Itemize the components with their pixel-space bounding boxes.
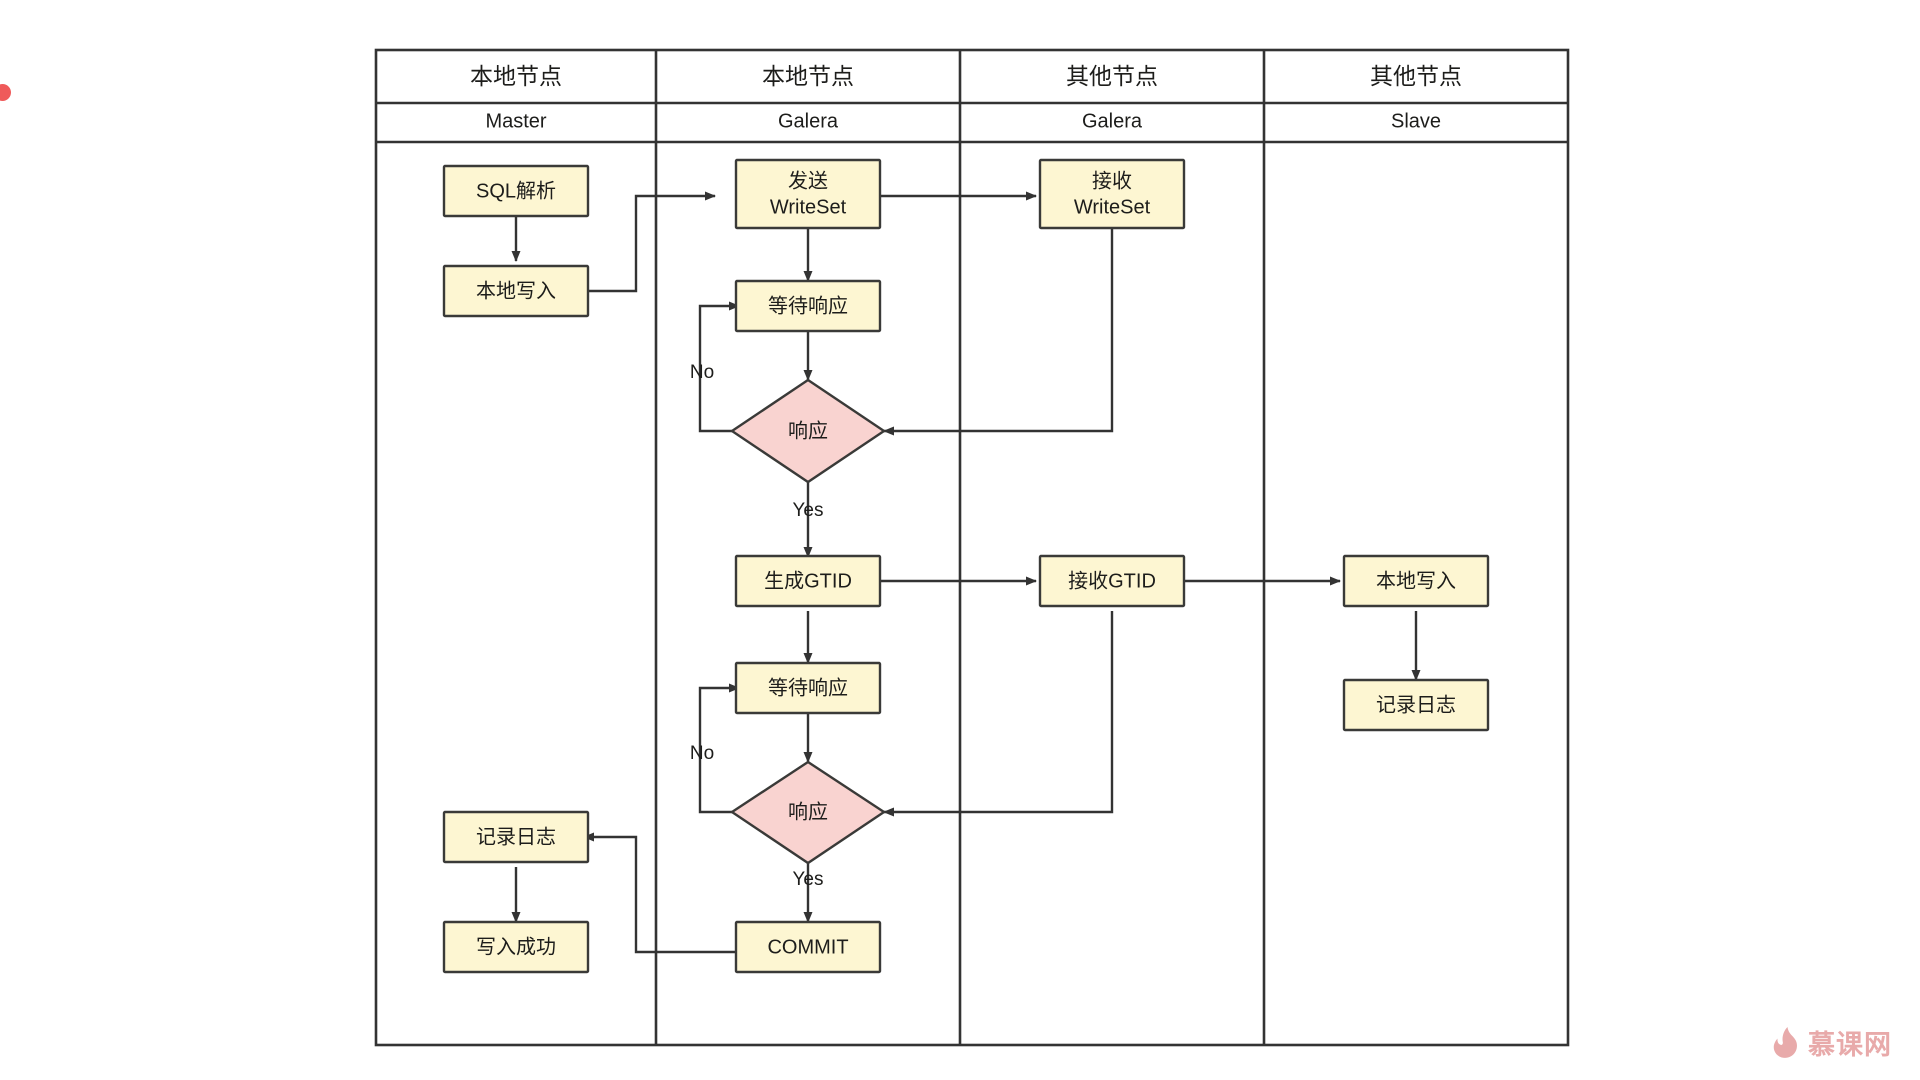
node-receive-writeset-label-line2: WriteSet xyxy=(1074,196,1151,218)
node-log-slave[interactable]: 记录日志 xyxy=(1342,678,1490,732)
node-local-write-slave-label: 本地写入 xyxy=(1376,569,1456,592)
node-local-write-slave[interactable]: 本地写入 xyxy=(1342,554,1490,608)
lane-sub-2: Galera xyxy=(778,110,839,132)
lane-sub-4: Slave xyxy=(1391,110,1441,132)
node-log-master-label: 记录日志 xyxy=(476,825,556,848)
edge-group xyxy=(511,191,1421,954)
lane-header-3: 其他节点 xyxy=(1066,63,1158,89)
node-send-writeset[interactable]: 发送 WriteSet xyxy=(734,158,882,230)
edge-label-group: No Yes No Yes xyxy=(690,362,824,890)
node-decision-response-2-label: 响应 xyxy=(788,800,828,823)
node-log-slave-label: 记录日志 xyxy=(1376,693,1456,716)
node-wait-response-2-label: 等待响应 xyxy=(768,676,848,699)
node-commit[interactable]: COMMIT xyxy=(734,920,882,974)
edge-label-no-1: No xyxy=(690,362,714,383)
node-receive-gtid-label: 接收GTID xyxy=(1068,569,1156,592)
edge-resp2-no-loop xyxy=(698,683,740,814)
node-send-writeset-label-line2: WriteSet xyxy=(770,196,847,218)
edge-recvgtid-to-resp2 xyxy=(883,611,1114,817)
node-decision-response-2[interactable]: 响应 xyxy=(729,760,887,865)
lane-sub-3: Galera xyxy=(1082,110,1143,132)
edge-label-yes-1: Yes xyxy=(793,500,824,521)
node-generate-gtid-label: 生成GTID xyxy=(764,569,852,592)
node-generate-gtid[interactable]: 生成GTID xyxy=(734,554,882,608)
lane-header-4: 其他节点 xyxy=(1370,63,1462,89)
node-receive-writeset-label-line1: 接收 xyxy=(1092,169,1132,192)
node-send-writeset-label-line1: 发送 xyxy=(788,169,828,192)
swimlane-frame xyxy=(374,48,1570,1047)
decorative-red-dot xyxy=(0,84,11,101)
edge-recvws-to-resp1 xyxy=(883,228,1114,436)
node-decision-response-1-label: 响应 xyxy=(788,419,828,442)
node-wait-response-2[interactable]: 等待响应 xyxy=(734,661,882,715)
edge-label-no-2: No xyxy=(690,743,714,764)
node-wait-response-1[interactable]: 等待响应 xyxy=(734,279,882,333)
node-decision-response-1[interactable]: 响应 xyxy=(729,378,887,484)
edge-label-yes-2: Yes xyxy=(793,869,824,890)
node-write-success[interactable]: 写入成功 xyxy=(442,920,590,974)
node-sql-parse[interactable]: SQL解析 xyxy=(442,164,590,218)
node-receive-gtid[interactable]: 接收GTID xyxy=(1038,554,1186,608)
node-write-success-label: 写入成功 xyxy=(476,935,556,958)
lane-header-group: 本地节点 本地节点 其他节点 其他节点 Master Galera Galera… xyxy=(470,63,1462,132)
node-sql-parse-label: SQL解析 xyxy=(476,179,556,202)
edge-localwrite-to-sendws xyxy=(580,191,716,293)
edge-resp1-no-loop xyxy=(698,301,740,433)
node-local-write-master[interactable]: 本地写入 xyxy=(442,264,590,318)
lane-header-1: 本地节点 xyxy=(470,63,562,89)
edge-commit-to-masterlog xyxy=(583,832,736,954)
node-wait-response-1-label: 等待响应 xyxy=(768,294,848,317)
lane-header-2: 本地节点 xyxy=(762,63,854,89)
node-local-write-master-label: 本地写入 xyxy=(476,279,556,302)
lane-sub-1: Master xyxy=(485,110,546,132)
node-receive-writeset[interactable]: 接收 WriteSet xyxy=(1038,158,1186,230)
node-log-master[interactable]: 记录日志 xyxy=(442,810,590,864)
node-commit-label: COMMIT xyxy=(767,936,848,958)
